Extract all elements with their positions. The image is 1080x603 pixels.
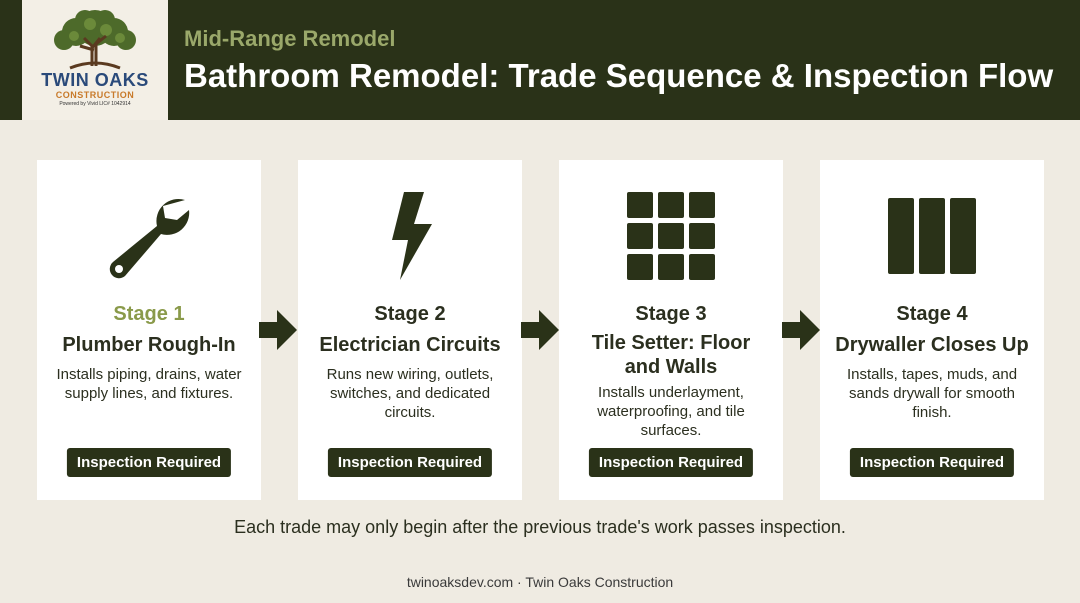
stage-card-1: Stage 1 Plumber Rough-In Installs piping… [37, 160, 261, 500]
stage-title: Plumber Rough-In [62, 334, 236, 356]
inspection-badge: Inspection Required [66, 448, 232, 477]
inspection-badge: Inspection Required [327, 448, 493, 477]
stage-card-2: Stage 2 Electrician Circuits Runs new wi… [298, 160, 522, 500]
stage-description: Installs, tapes, muds, and sands drywall… [846, 366, 1018, 421]
logo-license: Powered by Vivid LIC# 1042914 [59, 101, 131, 107]
stage-description: Installs underlayment, waterproofing, an… [597, 384, 745, 439]
stage-number: Stage 4 [896, 303, 968, 325]
header-banner: TWIN OAKS CONSTRUCTION Powered by Vivid … [0, 0, 1080, 120]
logo-subtitle: CONSTRUCTION [55, 90, 135, 100]
wrench-icon [37, 188, 261, 284]
tile-grid-icon [559, 188, 783, 284]
stage-number: Stage 1 [113, 303, 185, 325]
stage-card-3: Stage 3 Tile Setter: Floor and Walls Ins… [559, 160, 783, 500]
stage-number: Stage 3 [635, 303, 707, 325]
arrow-right-icon [782, 310, 820, 350]
inspection-badge: Inspection Required [849, 448, 1015, 477]
arrow-right-icon [259, 310, 297, 350]
arrow-right-icon [521, 310, 559, 350]
page-title: Bathroom Remodel: Trade Sequence & Inspe… [184, 57, 1054, 94]
stage-title: Electrician Circuits [319, 334, 501, 356]
inspection-badge: Inspection Required [588, 448, 754, 477]
drywall-panels-icon [820, 188, 1044, 284]
logo-name: TWIN OAKS [41, 70, 149, 90]
logo: TWIN OAKS CONSTRUCTION Powered by Vivid … [22, 0, 168, 120]
stage-card-4: Stage 4 Drywaller Closes Up Installs, ta… [820, 160, 1044, 500]
stage-title: Tile Setter: Floor and Walls [591, 332, 751, 378]
stage-number: Stage 2 [374, 303, 446, 325]
footer-credit: twinoaksdev.com · Twin Oaks Construction [406, 574, 674, 590]
oak-tree-icon [54, 10, 136, 70]
lightning-bolt-icon [298, 188, 522, 284]
page-eyebrow: Mid-Range Remodel [184, 26, 396, 51]
stage-description: Installs piping, drains, water supply li… [56, 366, 242, 402]
sequence-footnote: Each trade may only begin after the prev… [234, 517, 846, 537]
stage-description: Runs new wiring, outlets, switches, and … [326, 366, 494, 421]
stage-title: Drywaller Closes Up [835, 334, 1029, 356]
